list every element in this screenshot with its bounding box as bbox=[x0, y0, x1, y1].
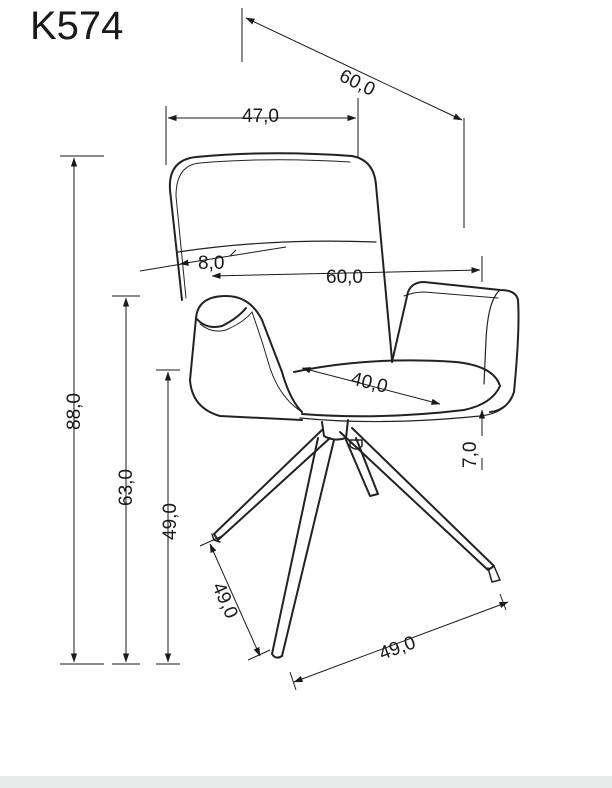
dimension-labels: 60,0 47,0 60,0 8,0 40,0 7,0 88,0 63,0 49… bbox=[64, 66, 481, 665]
label-seat-thickness: 7,0 bbox=[460, 442, 481, 468]
leg-front-left bbox=[213, 429, 331, 541]
left-armrest bbox=[195, 295, 303, 413]
footer-band bbox=[0, 776, 612, 788]
label-height-armrest: 63,0 bbox=[116, 469, 137, 506]
label-width-arms: 60,0 bbox=[326, 267, 363, 288]
chair-outline bbox=[168, 152, 520, 659]
dimension-lines bbox=[60, 8, 509, 691]
label-depth-total: 60,0 bbox=[336, 66, 378, 101]
label-width-top: 47,0 bbox=[242, 106, 279, 127]
label-base-side: 49,0 bbox=[207, 579, 241, 621]
leg-front bbox=[271, 437, 335, 659]
label-height-seat: 49,0 bbox=[160, 503, 181, 540]
right-armrest bbox=[391, 281, 520, 413]
label-base-front: 49,0 bbox=[377, 632, 419, 664]
seat bbox=[293, 359, 501, 418]
backrest bbox=[168, 152, 393, 361]
label-seat-depth: 40,0 bbox=[349, 368, 390, 397]
model-code: K574 bbox=[30, 4, 124, 48]
label-headrest-depth: 8,0 bbox=[198, 253, 224, 274]
label-height-total: 88,0 bbox=[64, 393, 85, 430]
leg-back-right bbox=[339, 427, 495, 571]
leg-back bbox=[345, 437, 379, 497]
